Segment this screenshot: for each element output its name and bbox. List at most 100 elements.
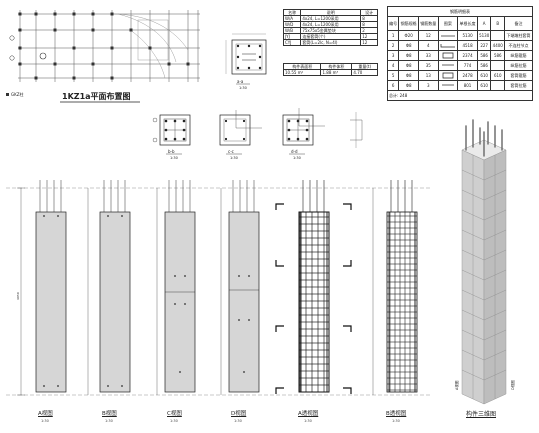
cell: 套筒箍筋 [504,70,533,81]
cell: Φ20 [398,30,419,41]
caption-elevation-d: D视图 [231,411,247,417]
section-b-b: b-b 1:30 [152,114,191,160]
rebar-shape-icon [440,35,455,36]
cell: 4400 [490,40,506,51]
cell: 586 [490,50,506,61]
caption-elevation-c: C视图 [167,411,182,417]
cell: 610 [476,80,492,91]
plan-title: 1KZ1a平面布置图 [62,91,131,101]
rebar-header: 单根长度 [457,16,478,31]
section-c-label: c-c [228,149,234,154]
floor-plan: GKZ柱 1KZ1a平面布置图 [6,10,200,103]
caption-perspective-a: A透视图 [298,411,319,417]
plan-legend-swatch [6,93,9,96]
cell: 4518 [457,40,478,51]
rebar-shape-icon [441,64,454,65]
cell: 6 [386,80,400,91]
rebar-header: 钢筋规格 [398,16,419,31]
cell: 610 [490,70,506,81]
rebar-header: A [476,16,492,31]
cell: 2478 [457,70,478,81]
cell: Φ8 [398,80,419,91]
elevation-a-height: 4050 [16,292,20,300]
cell: 5130 [476,30,492,41]
rebar-header: 图案 [437,16,459,31]
rebar-shape-cell [437,50,459,61]
cell: 纵筋箍筋 [504,50,533,61]
section-a-label: a-a [237,79,244,84]
cell: 774 [457,60,478,71]
cell: 下端墩柱套筒 [504,30,533,41]
rebar-total: 总计: 248 [387,90,533,101]
section-c-c: c-c 1:30 [219,110,262,160]
weight-table: 构件表面积 构件体积 重量(t) 10.55 m² 1.88 m³ 4.70 [282,63,378,76]
caption-elevation-b: B视图 [102,411,117,417]
elevation-b [87,180,131,395]
rebar-shape-cell [437,40,459,51]
caption-elevation-a: A视图 [38,411,53,417]
elevation-c [156,180,196,395]
cell: 纵筋拉筋 [504,60,533,71]
perspective-a [275,180,352,394]
rebar-shape-cell [437,80,459,91]
weight-volume: 1.88 m³ [320,69,353,76]
cell: Φ8 [398,50,419,61]
weight-table-header: 构件表面积 构件体积 重量(t) [282,63,378,70]
rebar-shape-cell [437,70,459,81]
weight-value: 4.70 [351,69,378,76]
section-b-label: b-b [168,149,175,154]
rebar-table-header: 编号 钢筋规格 钢筋数量 图案 单根长度 A B 备注 [386,16,533,31]
cell: 套筒(L=2lc, N=4l) [300,39,362,46]
section-a-a: a-a 1:30 [225,33,267,90]
plan-column-markers [18,12,190,80]
cell: 3 [417,80,439,91]
plan-legend-label: GKZ柱 [11,91,23,97]
rebar-table-title: 钢筋明细表 [387,6,533,17]
section-d-d: d-d 1:30 [282,108,363,160]
rebar-header: 钢筋数量 [417,16,439,31]
scale-elevation-d: 1:30 [234,419,242,423]
cell: 227 [476,40,492,51]
table-row: 10.55 m² 1.88 m³ 4.70 [282,69,378,76]
rebar-shape-icon [442,52,454,58]
scale-elevation-a: 1:30 [41,419,49,423]
cell: Φ8 [398,70,419,81]
cell: 801 [457,80,478,91]
rebar-shape-cell [437,60,459,71]
section-c-scale: 1:30 [230,156,238,160]
section-a-scale: 1:30 [239,86,247,90]
caption-isometric: 构件三维图 [466,411,497,418]
cell: 586 [476,60,492,71]
rebar-shape-cell [437,30,459,41]
cell: 13 [417,70,439,81]
rebar-header: 备注 [504,16,533,31]
scale-perspective-a: 1:30 [304,419,312,423]
datum-lines [6,187,430,396]
cell [490,30,506,41]
perspective-b [372,180,418,395]
cell [490,60,506,71]
cell: 1 [386,30,400,41]
cell: 12 [417,30,439,41]
rebar-shape-icon [440,43,455,47]
cell: 4 [386,60,400,71]
cell: 套筒拉筋 [504,80,533,91]
cell: 不连柱节点 [504,40,533,51]
section-d-scale: 1:30 [293,156,301,160]
scale-elevation-b: 1:30 [105,419,113,423]
cell: 35 [417,60,439,71]
cell: 5130 [457,30,478,41]
cell: CYJ [282,39,302,46]
cell [490,80,506,91]
cell: Φ8 [398,60,419,71]
rebar-shape-icon [442,72,454,78]
